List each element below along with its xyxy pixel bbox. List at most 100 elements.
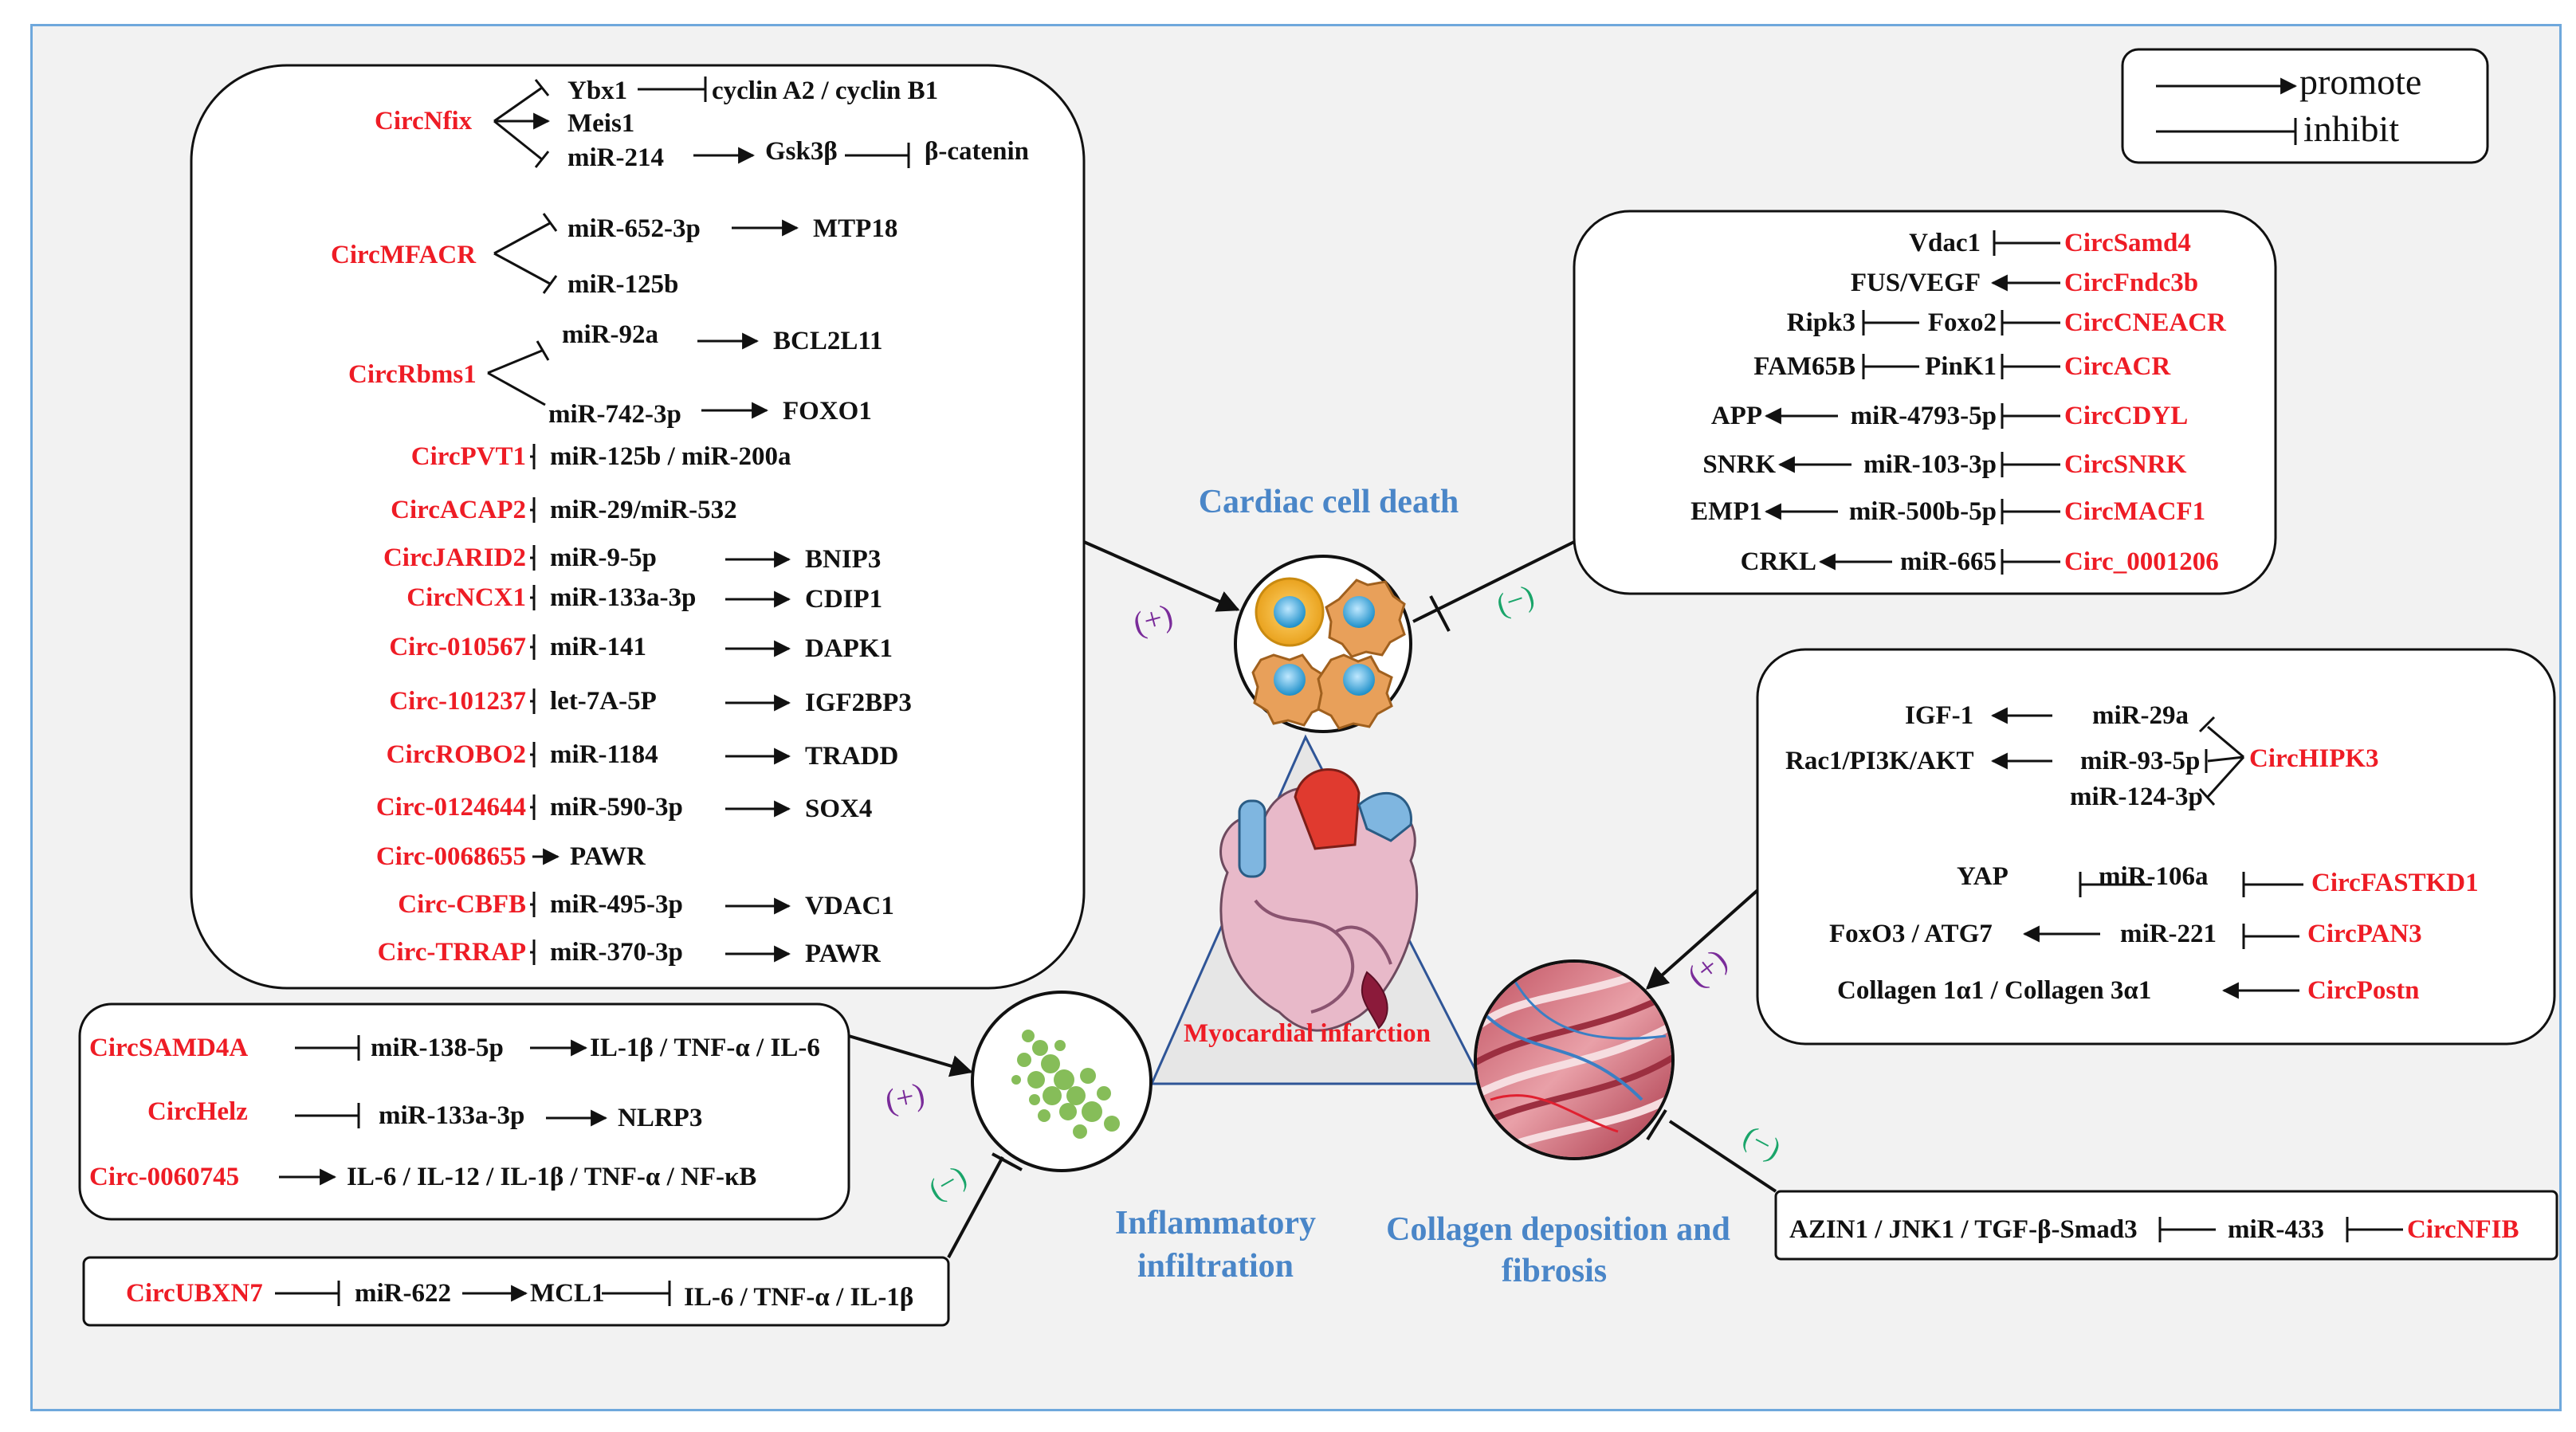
inflammatory-title-line2: infiltration <box>1137 1248 1294 1285</box>
circ-label: Circ_0001206 <box>2064 547 2219 576</box>
svg-text:miR-106a: miR-106a <box>2099 862 2208 891</box>
cardiac-cell-death-node <box>1234 555 1412 733</box>
circ-label: Circ-010567 <box>389 633 526 661</box>
legend-promote: promote <box>2299 61 2421 102</box>
minus-sign-cell-death: (−) <box>1493 579 1538 622</box>
mirna-label: miR-370-3p <box>550 938 683 967</box>
legend: promote inhibit <box>2121 48 2489 164</box>
circ-label: CircACAP2 <box>391 496 526 524</box>
collagen-title-line1: Collagen deposition and <box>1386 1211 1730 1248</box>
minus-sign-collagen: (−) <box>1738 1120 1786 1167</box>
target-label: SNRK <box>1702 450 1776 479</box>
target-label: EMP1 <box>1690 497 1762 526</box>
left-box-to-cell-death-arrow <box>1083 540 1240 612</box>
target-label: Vdac1 <box>1909 229 1981 257</box>
svg-text:miR-622: miR-622 <box>355 1279 451 1308</box>
svg-text:miR-92a: miR-92a <box>562 320 658 349</box>
svg-text:miR-138-5p: miR-138-5p <box>371 1034 504 1062</box>
ubxn7-to-inflam-line <box>947 1156 1004 1258</box>
circ-label: CircFndc3b <box>2064 269 2198 297</box>
circ-label: CircPVT1 <box>411 442 526 471</box>
mirna-label: miR-500b-5p <box>1849 497 1997 526</box>
svg-text:miR-125b: miR-125b <box>567 270 678 299</box>
svg-text:β-catenin: β-catenin <box>925 137 1029 166</box>
target-label: CRKL <box>1741 547 1816 576</box>
inflammatory-cells-icon <box>1011 1030 1120 1139</box>
mirna-label: PinK1 <box>1925 352 1997 381</box>
svg-text:cyclin A2 / cyclin B1: cyclin A2 / cyclin B1 <box>712 77 938 105</box>
circ-label: CircCDYL <box>2064 402 2188 430</box>
mirna-label: miR-103-3p <box>1863 450 1997 479</box>
inflammatory-node <box>971 991 1153 1172</box>
mirna-label: Foxo2 <box>1928 308 1997 337</box>
svg-text:FoxO3 / ATG7: FoxO3 / ATG7 <box>1829 920 1993 948</box>
svg-text:miR-124-3p: miR-124-3p <box>2070 783 2203 811</box>
svg-text:miR-214: miR-214 <box>567 143 664 172</box>
svg-text:CircUBXN7: CircUBXN7 <box>126 1279 263 1308</box>
mirna-label: miR-1184 <box>550 740 658 769</box>
svg-text:Rac1/PI3K/AKT: Rac1/PI3K/AKT <box>1785 747 1974 775</box>
svg-text:CircSAMD4A: CircSAMD4A <box>89 1034 248 1062</box>
svg-text:NLRP3: NLRP3 <box>618 1104 702 1132</box>
svg-text:CircPostn: CircPostn <box>2307 976 2420 1005</box>
heart-icon <box>1219 768 1419 1032</box>
svg-text:IL-6 / IL-12 / IL-1β / TNF-α /: IL-6 / IL-12 / IL-1β / TNF-α / NF-κB <box>347 1163 756 1191</box>
plus-sign-collagen: (+) <box>1680 941 1733 994</box>
target-label: TRADD <box>805 742 898 771</box>
collagen-promoting-box: IGF-1 miR-29a Rac1/PI3K/AKT miR-93-5p mi… <box>1756 648 2556 1046</box>
target-label: Ripk3 <box>1787 308 1855 337</box>
svg-text:MCL1: MCL1 <box>530 1279 605 1308</box>
svg-text:Gsk3β: Gsk3β <box>765 137 838 166</box>
svg-text:Meis1: Meis1 <box>567 109 634 138</box>
nfib-to-collagen-line <box>1668 1120 1777 1193</box>
circ-label: Circ-0124644 <box>376 793 526 822</box>
connectors <box>848 540 1779 1258</box>
svg-text:FOXO1: FOXO1 <box>783 397 872 426</box>
circ-label: CircACR <box>2064 352 2171 381</box>
mi-label: Myocardial infarction <box>1184 1019 1431 1048</box>
target-label: APP <box>1711 402 1762 430</box>
collagen-fibers-icon <box>1477 963 1671 1157</box>
svg-text:CircHIPK3: CircHIPK3 <box>2249 744 2379 773</box>
svg-text:IL-1β / TNF-α / IL-6: IL-1β / TNF-α / IL-6 <box>590 1034 820 1062</box>
target-label: DAPK1 <box>805 634 893 663</box>
right-top-rows: CircSamd4Vdac1CircFndc3bFUS/VEGFCircCNEA… <box>1690 229 2227 576</box>
inflammatory-title-line1: Inflammatory <box>1115 1205 1316 1242</box>
svg-text:miR-133a-3p: miR-133a-3p <box>379 1101 524 1130</box>
target-label: PAWR <box>570 842 646 871</box>
right-row: CircFndc3b FUS/VEGF <box>1851 269 2198 297</box>
legend-inhibit: inhibit <box>2303 108 2399 149</box>
mirna-label: miR-4793-5p <box>1851 402 1997 430</box>
cell-death-inhibiting-box: CircSamd4Vdac1CircFndc3bFUS/VEGFCircCNEA… <box>1573 210 2277 595</box>
circ-label: Circ-101237 <box>389 687 526 716</box>
svg-text:Circ-0060745: Circ-0060745 <box>89 1163 239 1191</box>
right-row: CircCDYL miR-4793-5p APP <box>1711 402 2188 430</box>
target-label: VDAC1 <box>805 892 894 920</box>
inflammation-inhibiting-box: CircUBXN7 miR-622 MCL1 IL-6 / TNF-α / IL… <box>82 1256 950 1327</box>
svg-text:IL-6 / TNF-α / IL-1β: IL-6 / TNF-α / IL-1β <box>684 1283 913 1312</box>
collagen-title-line2: fibrosis <box>1502 1253 1607 1289</box>
circ-label: CircJARID2 <box>383 543 526 572</box>
circ-label: CircMACF1 <box>2064 497 2205 526</box>
left-row: CircACAP2 miR-29/miR-532 <box>391 496 737 524</box>
mirna-label: miR-29/miR-532 <box>550 496 737 524</box>
cardiac-cell-death-title: Cardiac cell death <box>1199 484 1459 520</box>
target-label: FUS/VEGF <box>1851 269 1981 297</box>
svg-text:Ybx1: Ybx1 <box>567 77 627 105</box>
apoptotic-cells-icon <box>1251 577 1406 730</box>
svg-text:CircHelz: CircHelz <box>147 1097 248 1126</box>
target-label: SOX4 <box>805 794 872 823</box>
mirna-label: miR-133a-3p <box>550 583 696 612</box>
circmfacr-group: CircMFACR miR-652-3p MTP18 miR-125b <box>331 213 897 299</box>
svg-text:miR-433: miR-433 <box>2228 1215 2324 1244</box>
